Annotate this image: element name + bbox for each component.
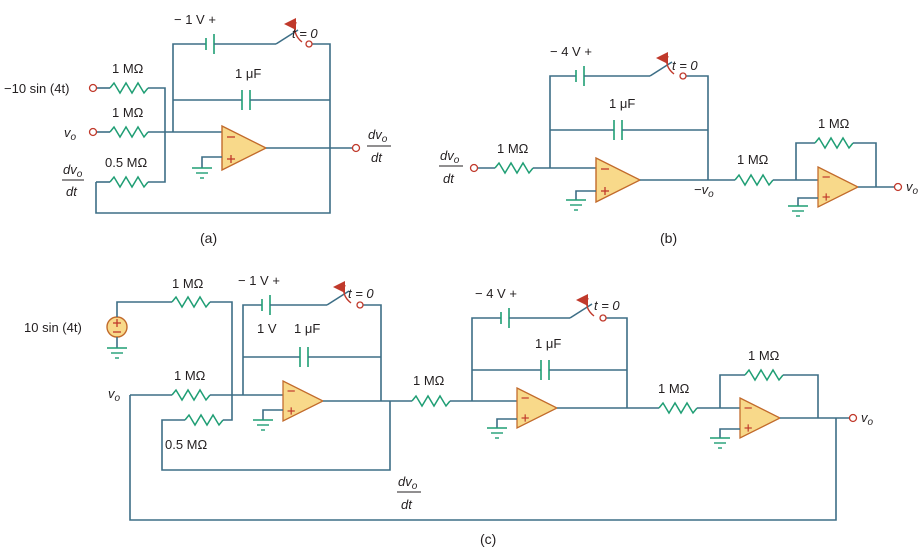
ground-c2 xyxy=(486,427,508,439)
r-vo-c-label: 1 MΩ xyxy=(174,368,206,383)
ground-c3 xyxy=(709,437,731,449)
ground-c-src xyxy=(106,347,128,359)
svg-text:dvo: dvo xyxy=(63,162,83,180)
r-half-c-label: 0.5 MΩ xyxy=(165,437,208,452)
caption-a: (a) xyxy=(200,230,217,246)
input2-a-label: vo xyxy=(64,125,77,143)
svg-text:dt: dt xyxy=(401,497,413,512)
battery2-c-label: − 4 V + xyxy=(475,286,517,301)
rf-b-label: 1 MΩ xyxy=(818,116,850,131)
rf-c-label: 1 MΩ xyxy=(748,348,780,363)
subfigure-c: 10 sin (4t) 1 MΩ − 1 V + t = 0 1 V 1 μF … xyxy=(24,273,874,547)
battery-b-label: − 4 V + xyxy=(550,44,592,59)
source-c-label: 10 sin (4t) xyxy=(24,320,82,335)
output-a-fraction: dvo dt xyxy=(367,127,391,165)
mid-b-label: −vo xyxy=(694,182,714,200)
switch-a-label: t = 0 xyxy=(292,26,318,41)
deriv-c-fraction: dvo dt xyxy=(397,474,421,512)
r-mid-c-label: 1 MΩ xyxy=(413,373,445,388)
r1-a-label: 1 MΩ xyxy=(112,61,144,76)
switch2-c-label: t = 0 xyxy=(594,298,620,313)
input-b-fraction: dvo dt xyxy=(439,148,463,186)
r3-a-label: 0.5 MΩ xyxy=(105,155,148,170)
switch-b-label: t = 0 xyxy=(672,58,698,73)
opamp-c2 xyxy=(516,387,558,429)
opamp-c3 xyxy=(739,397,781,439)
opamp-b1 xyxy=(595,157,641,203)
r2-b-label: 1 MΩ xyxy=(737,152,769,167)
caption-b: (b) xyxy=(660,230,677,246)
switch1-c-label: t = 0 xyxy=(348,286,374,301)
ground-b2 xyxy=(787,205,809,217)
init1-c-label: 1 V xyxy=(257,321,277,336)
subfigure-a: − 1 V + t = 0 1 μF 1 MΩ 1 MΩ 0.5 MΩ −10 … xyxy=(4,12,391,246)
r2-a-label: 1 MΩ xyxy=(112,105,144,120)
svg-text:dvo: dvo xyxy=(368,127,388,145)
output-c-label: vo xyxy=(861,410,874,428)
cap-b-label: 1 μF xyxy=(609,96,635,111)
svg-text:dvo: dvo xyxy=(398,474,418,492)
input1-a-label: −10 sin (4t) xyxy=(4,81,69,96)
opamp-a xyxy=(221,125,267,171)
battery-a-label: − 1 V + xyxy=(174,12,216,27)
caption-c: (c) xyxy=(480,531,496,547)
subfigure-b: − 4 V + t = 0 1 μF 1 MΩ 1 MΩ 1 MΩ dvo dt… xyxy=(439,44,919,246)
input3-a-fraction: dvo dt xyxy=(62,162,84,199)
cap-a-label: 1 μF xyxy=(235,66,261,81)
opamp-c1 xyxy=(282,380,324,422)
vo-in-c-label: vo xyxy=(108,386,121,404)
opamp-b2 xyxy=(817,166,859,208)
ground-b1 xyxy=(565,199,587,211)
svg-text:dvo: dvo xyxy=(440,148,460,166)
cap2-c-label: 1 μF xyxy=(535,336,561,351)
svg-text:dt: dt xyxy=(443,171,455,186)
svg-text:dt: dt xyxy=(371,150,383,165)
battery1-c-label: − 1 V + xyxy=(238,273,280,288)
svg-text:dt: dt xyxy=(66,184,78,199)
ground-a xyxy=(191,167,213,179)
r1-b-label: 1 MΩ xyxy=(497,141,529,156)
r-inv-c-label: 1 MΩ xyxy=(658,381,690,396)
cap1-c-label: 1 μF xyxy=(294,321,320,336)
r-src-c-label: 1 MΩ xyxy=(172,276,204,291)
ground-c1 xyxy=(252,419,274,431)
output-b-label: vo xyxy=(906,179,919,197)
